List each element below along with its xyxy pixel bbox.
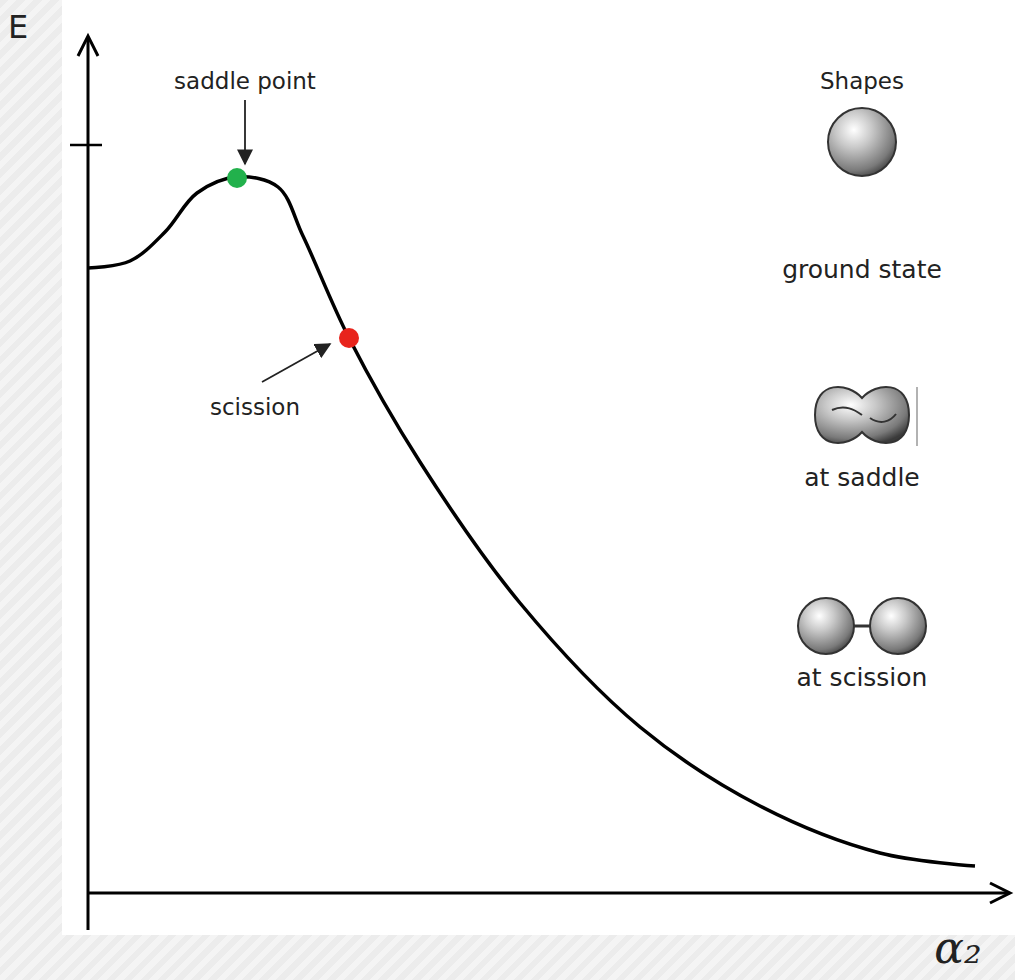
margin-mark: [916, 387, 918, 446]
saddle-leader: [244, 100, 246, 164]
scission-dot: [339, 328, 359, 348]
saddle-dot: [227, 168, 247, 188]
axis-label-energy: E: [8, 10, 28, 45]
scission-label: scission: [210, 395, 300, 420]
saddle-label: saddle point: [174, 69, 316, 94]
y-arrowhead: [78, 36, 98, 56]
scission-leader: [262, 344, 330, 382]
ground-state-caption: ground state: [782, 256, 942, 284]
shapes-heading: Shapes: [820, 69, 904, 94]
y-axis: [87, 38, 90, 930]
peanut-flow: [832, 407, 896, 421]
x-arrowhead: [990, 883, 1010, 903]
fragment-right: [870, 598, 926, 654]
axis-label-deformation: α₂: [934, 924, 981, 972]
y-tick: [70, 144, 102, 147]
peanut-saddle: [815, 387, 909, 443]
x-axis: [88, 892, 1008, 895]
scission-caption: at scission: [797, 664, 928, 692]
energy-curve: [88, 177, 975, 866]
sphere-ground-state: [828, 108, 896, 176]
saddle-caption: at saddle: [804, 464, 919, 492]
fragment-left: [798, 598, 854, 654]
